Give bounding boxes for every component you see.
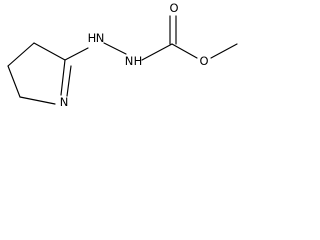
bond-c-o-ester (171, 43, 198, 59)
bond-o-methyl (210, 43, 238, 59)
bond-nh-nh (103, 42, 127, 55)
ring-bond-ch2-left (7, 65, 21, 98)
hydrazine-n-left-label: N (96, 31, 105, 45)
atom-labels: N H N N H O O (60, 1, 209, 109)
bond-c2-nh (64, 47, 89, 61)
ring-bond-ch2-top (7, 42, 35, 67)
hydrazine-n-right-label: N (125, 54, 134, 68)
ring-bond-ch2-c2 (33, 42, 66, 61)
carbonyl-oxygen-label: O (169, 1, 178, 15)
hydrazine-h-right-label: H (134, 54, 143, 68)
ring-bond-c-n-double-1 (60, 59, 66, 96)
hydrazine-h-left-label: H (88, 31, 97, 45)
ring-nitrogen-label: N (60, 95, 69, 109)
molecule-structure: N H N N H O O (7, 1, 238, 109)
bond-nh-carbonyl-c (141, 43, 173, 61)
pyrroline-ring (7, 42, 72, 105)
ring-bond-c-n-double-2 (66, 65, 72, 97)
ring-bond-ch2-bottom (19, 96, 56, 105)
ester-oxygen-label: O (199, 54, 208, 68)
hydrazine-carbamate-chain (64, 15, 238, 61)
structure-canvas: N H N N H O O (0, 0, 244, 122)
